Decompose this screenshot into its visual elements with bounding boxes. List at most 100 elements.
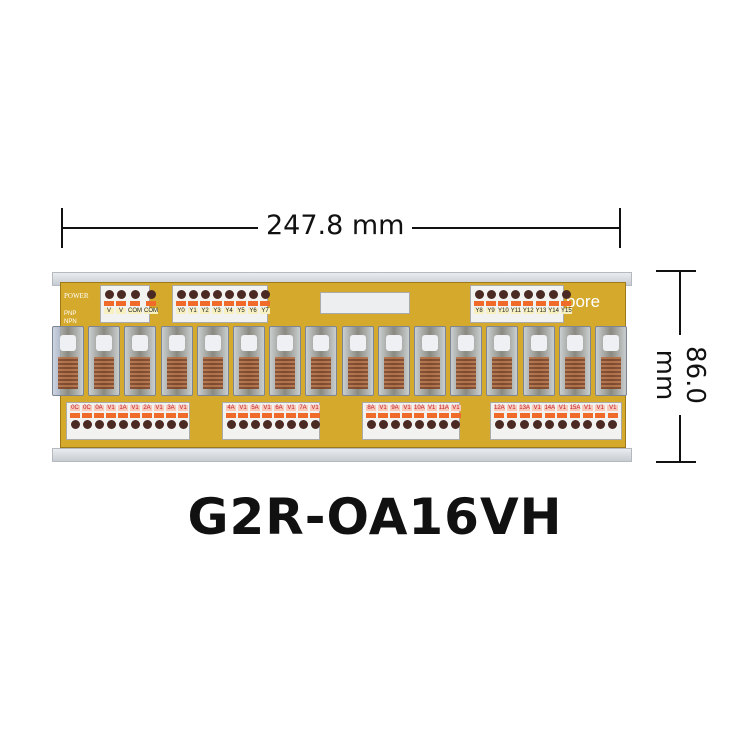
terminal[interactable]: V1 [106,405,116,437]
terminal-lever[interactable] [274,413,284,418]
terminal-lever[interactable] [474,301,484,306]
terminal-lever[interactable] [286,413,296,418]
terminal[interactable]: Y7 [260,288,270,320]
terminal-lever[interactable] [118,413,128,418]
terminal-lever[interactable] [70,413,80,418]
terminal[interactable]: Y14 [548,288,559,320]
terminal-lever[interactable] [390,413,400,418]
terminal-lever[interactable] [523,301,534,306]
terminal-lever[interactable] [450,413,461,418]
terminal[interactable]: 7A [298,405,308,437]
terminal[interactable]: V [104,288,114,320]
terminal[interactable]: 9A [390,405,400,437]
terminal[interactable]: Y4 [224,288,234,320]
terminal-lever[interactable] [402,413,412,418]
terminal[interactable]: Y10 [498,288,509,320]
terminal[interactable]: 10A [414,405,425,437]
terminal[interactable]: V1 [594,405,606,437]
terminal[interactable]: Y13 [535,288,547,320]
terminal[interactable]: Y3 [212,288,222,320]
terminal[interactable]: 8A [366,405,376,437]
terminal-lever[interactable] [226,413,236,418]
terminal-lever[interactable] [212,301,222,306]
terminal[interactable]: 15A [569,405,581,437]
terminal[interactable]: 4A [226,405,236,437]
terminal[interactable]: Y2 [200,288,210,320]
terminal[interactable]: V1 [402,405,412,437]
terminal[interactable]: Y9 [486,288,496,320]
terminal[interactable]: 6A [274,405,284,437]
terminal[interactable]: Y11 [510,288,521,320]
terminal-lever[interactable] [146,301,156,306]
terminal[interactable]: 11A [438,405,449,437]
terminal[interactable]: 12A [494,405,505,437]
terminal-lever[interactable] [188,301,198,306]
terminal[interactable]: 1A [118,405,128,437]
terminal-lever[interactable] [238,413,248,418]
terminal-lever[interactable] [178,413,188,418]
terminal[interactable]: V1 [262,405,272,437]
terminal[interactable]: V1 [426,405,437,437]
terminal[interactable]: V1 [286,405,296,437]
terminal-lever[interactable] [310,413,320,418]
terminal[interactable]: Y5 [236,288,246,320]
terminal-lever[interactable] [498,301,509,306]
terminal-lever[interactable] [250,413,260,418]
terminal-lever[interactable] [494,413,505,418]
terminal[interactable]: V1 [607,405,619,437]
terminal[interactable]: V1 [506,405,518,437]
terminal-lever[interactable] [414,413,425,418]
terminal[interactable]: V1 [531,405,543,437]
terminal-lever[interactable] [130,413,140,418]
terminal[interactable]: 0A [94,405,104,437]
terminal-lever[interactable] [426,413,437,418]
terminal[interactable]: V1 [154,405,164,437]
terminal[interactable]: 3A [166,405,176,437]
terminal-lever[interactable] [506,413,517,418]
terminal[interactable]: 14A [544,405,556,437]
terminal[interactable]: Y0 [176,288,186,320]
terminal[interactable]: V1 [310,405,320,437]
terminal[interactable]: 5A [250,405,260,437]
terminal-lever[interactable] [94,413,104,418]
terminal[interactable]: V1 [130,405,140,437]
terminal[interactable]: Y15 [560,288,572,320]
terminal-lever[interactable] [224,301,234,306]
terminal[interactable]: V1 [178,405,188,437]
terminal-lever[interactable] [557,413,568,418]
terminal-lever[interactable] [535,301,546,306]
terminal[interactable]: Y12 [522,288,534,320]
terminal-lever[interactable] [544,413,555,418]
terminal[interactable]: V1 [238,405,248,437]
terminal-lever[interactable] [519,413,530,418]
terminal[interactable]: COM [128,288,142,320]
terminal-lever[interactable] [176,301,186,306]
terminal-lever[interactable] [154,413,164,418]
terminal-lever[interactable] [438,413,449,418]
terminal-lever[interactable] [116,301,126,306]
terminal-lever[interactable] [106,413,116,418]
terminal-lever[interactable] [532,413,543,418]
terminal[interactable]: 0C [70,405,80,437]
terminal[interactable]: COM [144,288,158,320]
terminal[interactable]: Y8 [474,288,484,320]
terminal-lever[interactable] [142,413,152,418]
terminal[interactable]: V [116,288,126,320]
terminal[interactable]: 13A [519,405,530,437]
terminal-lever[interactable] [366,413,376,418]
terminal[interactable]: V1 [582,405,593,437]
terminal-lever[interactable] [262,413,272,418]
terminal-lever[interactable] [236,301,246,306]
terminal-lever[interactable] [166,413,176,418]
terminal-lever[interactable] [200,301,210,306]
terminal[interactable]: 2A [142,405,152,437]
terminal[interactable]: 0C [82,405,92,437]
terminal-lever[interactable] [378,413,388,418]
terminal-lever[interactable] [82,413,92,418]
terminal-lever[interactable] [561,301,572,306]
terminal-lever[interactable] [582,413,593,418]
terminal-lever[interactable] [607,413,618,418]
terminal-lever[interactable] [595,413,606,418]
terminal-lever[interactable] [548,301,559,306]
terminal[interactable]: V1 [378,405,388,437]
